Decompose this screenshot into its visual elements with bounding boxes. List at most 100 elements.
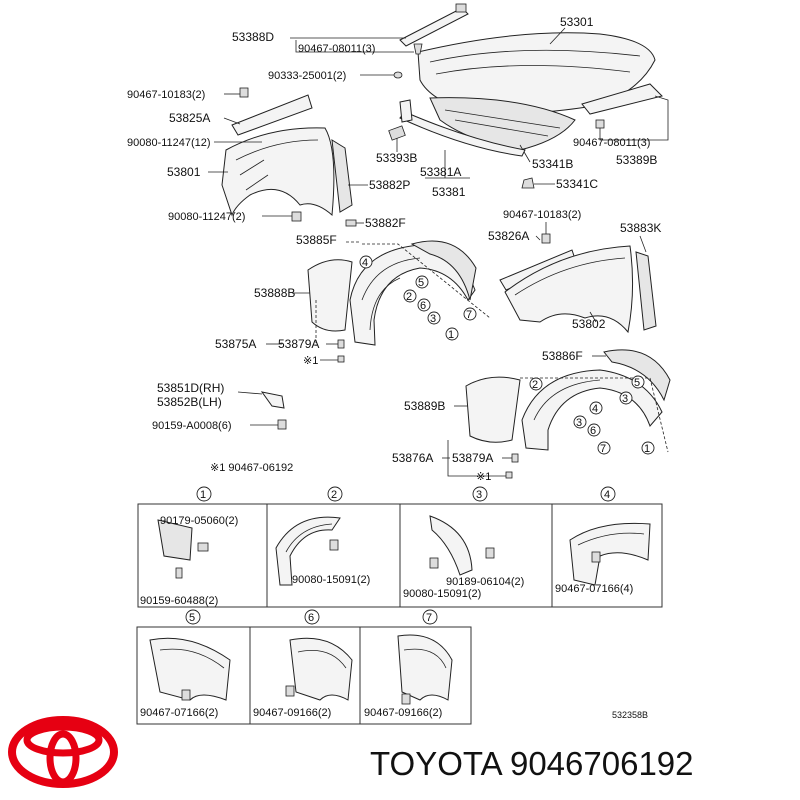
svg-text:5: 5 [189, 612, 195, 624]
label-53301: 53301 [560, 15, 594, 29]
label-53876A: 53876A [392, 451, 433, 465]
callout-1-b [641, 441, 655, 455]
label-90467-10183-b: 90467-10183(2) [503, 209, 581, 221]
footnote-mark1: ※1 90467-06192 [210, 462, 293, 474]
label-53886F: 53886F [542, 349, 583, 363]
svg-text:6: 6 [590, 425, 596, 437]
detail1-label-a: 90179-05060(2) [160, 515, 238, 527]
hood-seal-53389B [581, 83, 663, 115]
callout-7-a [463, 307, 477, 321]
detail5-label-a: 90467-07166(2) [140, 707, 218, 719]
fender-protector-53882P [331, 139, 353, 213]
label-53879A-b: 53879A [452, 451, 493, 465]
label-53883K: 53883K [620, 221, 661, 235]
fender-arch-molding-right [603, 349, 671, 402]
callout-2-b [529, 377, 543, 391]
figure-code: 532358B [612, 710, 648, 720]
svg-text:4: 4 [362, 257, 368, 269]
label-53393B: 53393B [376, 151, 417, 165]
callout-1-a [445, 327, 459, 341]
label-53875A: 53875A [215, 337, 256, 351]
label-53341C: 53341C [556, 177, 598, 191]
callout-6-b [587, 423, 601, 437]
detail-box-7 [359, 626, 472, 725]
label-53882P: 53882P [369, 178, 410, 192]
hood-seal-strip [399, 111, 526, 157]
label-90080-11247-2: 90080-11247(2) [168, 211, 245, 223]
label-53852B: 53852B(LH) [157, 395, 222, 409]
label-53882F: 53882F [365, 216, 406, 230]
svg-text:2: 2 [331, 489, 337, 501]
svg-text:3: 3 [622, 393, 628, 405]
svg-text:3: 3 [476, 489, 482, 501]
svg-text:1: 1 [200, 489, 206, 501]
fender-liner-front-right [521, 369, 663, 451]
svg-text:4: 4 [592, 403, 598, 415]
callout-4-a [359, 255, 373, 269]
label-53802: 53802 [572, 317, 606, 331]
label-53389B: 53389B [616, 153, 657, 167]
liner-flap-53889B [465, 376, 521, 443]
label-90467-08011-a: 90467-08011(3) [298, 43, 375, 55]
svg-text:1: 1 [644, 443, 650, 455]
front-fender-left [221, 127, 335, 217]
svg-text:4: 4 [604, 489, 610, 501]
mark1-b: ※1 [476, 471, 491, 483]
callout-3-b [619, 391, 633, 405]
svg-text:7: 7 [466, 309, 472, 321]
callout-4-b [589, 401, 603, 415]
svg-text:2: 2 [532, 379, 538, 391]
front-fender-right [504, 245, 634, 334]
svg-text:7: 7 [600, 443, 606, 455]
callout-3-c [573, 415, 587, 429]
label-53888B: 53888B [254, 286, 295, 300]
label-53889B: 53889B [404, 399, 445, 413]
callout-2-a [403, 289, 417, 303]
callout-5-b [631, 375, 645, 389]
detail6-label-a: 90467-09166(2) [253, 707, 331, 719]
label-53381A: 53381A [420, 165, 461, 179]
callout-5-a [415, 275, 429, 289]
label-53879A-a: 53879A [278, 337, 319, 351]
label-53801: 53801 [167, 165, 201, 179]
label-53388D: 53388D [232, 30, 274, 44]
label-53851D: 53851D(RH) [157, 381, 224, 395]
fender-protector-53883K [635, 251, 657, 331]
label-53381: 53381 [432, 185, 466, 199]
detail3-label-a: 90189-06104(2) [446, 576, 524, 588]
detail2-label-a: 90080-15091(2) [292, 574, 370, 586]
callout-6-a [417, 298, 431, 312]
svg-text:3: 3 [430, 313, 436, 325]
label-53826A: 53826A [488, 229, 529, 243]
svg-text:6: 6 [420, 300, 426, 312]
svg-text:1: 1 [448, 329, 454, 341]
label-53825A: 53825A [169, 111, 210, 125]
detail3-label-b: 90080-15091(2) [403, 588, 481, 600]
liner-flap-53888B [307, 259, 353, 332]
fender-liner-front-left [349, 244, 476, 346]
label-53885F: 53885F [296, 233, 337, 247]
svg-text:3: 3 [576, 417, 582, 429]
detail1-label-b: 90159-60488(2) [140, 595, 218, 607]
mark1-a: ※1 [303, 355, 318, 367]
bracket-53851D [260, 391, 285, 409]
detail-box-4 [551, 503, 663, 608]
detail4-label-a: 90467-07166(4) [555, 583, 633, 595]
label-53341B: 53341B [532, 157, 573, 171]
svg-text:5: 5 [418, 277, 424, 289]
fender-arch-molding-left [410, 240, 477, 301]
callout-3-a [427, 311, 441, 325]
brand-caption: TOYOTA 9046706192 [370, 745, 694, 782]
label-90080-11247-12: 90080-11247(12) [127, 137, 211, 149]
label-90333-25001: 90333-25001(2) [268, 70, 346, 82]
toyota-logo-icon [8, 716, 118, 788]
label-90159-A0008: 90159-A0008(6) [152, 420, 232, 432]
label-90467-10183-a: 90467-10183(2) [127, 89, 205, 101]
callout-7-b [597, 441, 611, 455]
svg-text:2: 2 [406, 291, 412, 303]
detail7-label-a: 90467-09166(2) [364, 707, 442, 719]
fender-seal-53825A [231, 94, 313, 136]
svg-text:5: 5 [634, 377, 640, 389]
svg-text:6: 6 [308, 612, 314, 624]
